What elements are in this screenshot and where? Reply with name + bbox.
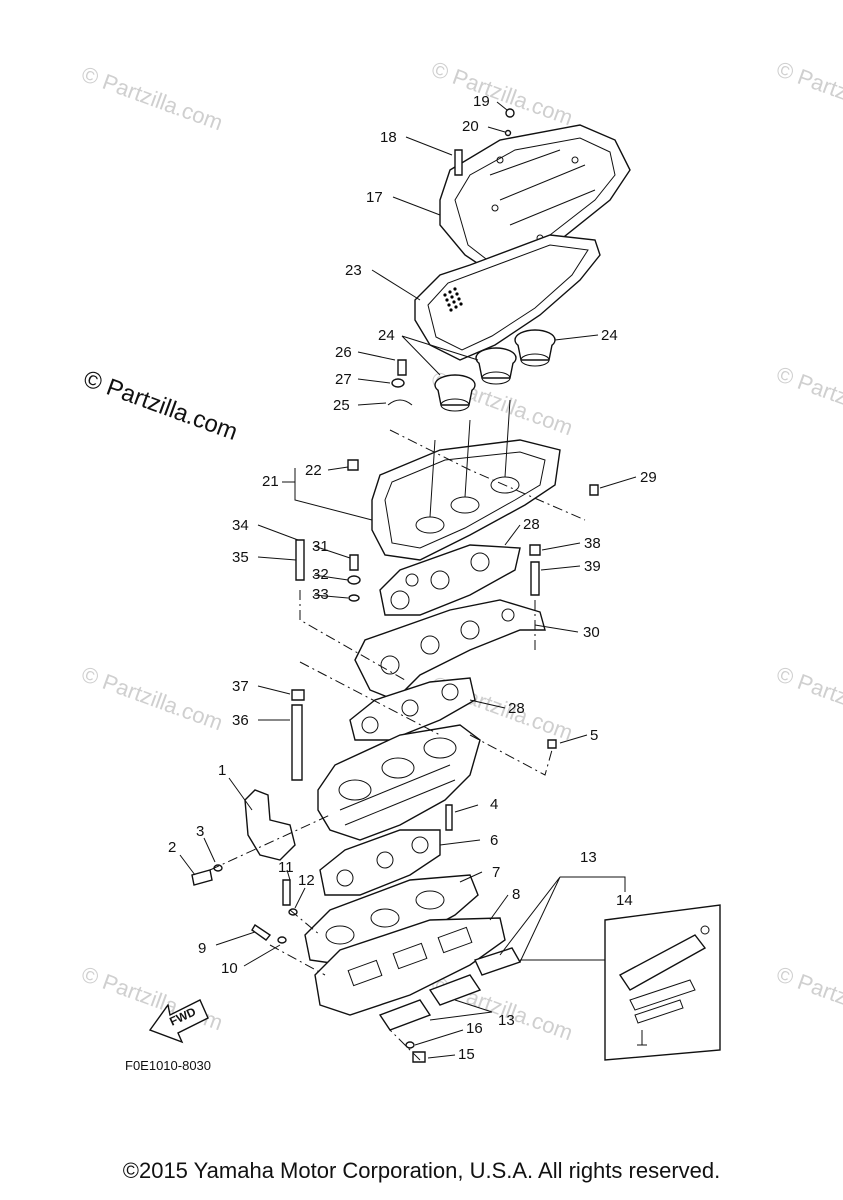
- intake-funnels: [434, 329, 556, 412]
- callout-14: 14: [616, 892, 633, 909]
- watermark: © Partzilla.com: [78, 61, 226, 135]
- watermark: © Partzilla.com: [773, 661, 843, 735]
- callout-13-bottom: 13: [498, 1012, 515, 1029]
- bolt-26: [397, 359, 407, 376]
- watermark-large: © Partzilla.com: [80, 365, 241, 446]
- callout-5: 5: [590, 727, 598, 744]
- callout-4: 4: [490, 796, 498, 813]
- callout-labels: 19 20 18 17 23 24 24 26 27 25 22 21 29 2…: [168, 93, 657, 1063]
- callout-26: 26: [335, 344, 352, 361]
- callout-9: 9: [198, 940, 206, 957]
- callout-31: 31: [312, 538, 329, 555]
- fwd-arrow-icon: FWD: [148, 999, 209, 1044]
- diagram-code: F0E1010-8030: [125, 1058, 211, 1073]
- bolt-31: [349, 554, 359, 571]
- callout-17: 17: [366, 189, 383, 206]
- funnel: [514, 329, 556, 367]
- callout-1: 1: [218, 762, 226, 779]
- copyright-notice: ©2015 Yamaha Motor Corporation, U.S.A. A…: [122, 1158, 721, 1183]
- bolt-11: [282, 879, 291, 906]
- callout-33: 33: [312, 586, 329, 603]
- fitting-22: [347, 459, 359, 471]
- gasket-upper: [379, 544, 521, 616]
- washer-32: [347, 575, 361, 585]
- bolt-18: [454, 149, 463, 176]
- callout-24-left: 24: [378, 327, 395, 344]
- hardware: [191, 108, 599, 1063]
- watermark: © Partzilla.com: [428, 56, 576, 130]
- washer-20: [504, 129, 512, 137]
- callout-23: 23: [345, 262, 362, 279]
- callout-22: 22: [305, 462, 322, 479]
- callout-8: 8: [512, 886, 520, 903]
- callout-11: 11: [278, 859, 294, 876]
- callout-21: 21: [262, 473, 279, 490]
- washer-27: [391, 378, 405, 388]
- stud-4: [445, 804, 453, 831]
- funnel: [475, 347, 517, 385]
- screen-dots: [443, 287, 463, 312]
- callout-7: 7: [492, 864, 500, 881]
- watermark: © Partzilla.com: [773, 56, 843, 130]
- callout-13-top: 13: [580, 849, 597, 866]
- washer-16: [405, 1041, 415, 1049]
- callout-38: 38: [584, 535, 601, 552]
- watermark: © Partzilla.com: [78, 661, 226, 735]
- stud-39: [530, 561, 540, 596]
- callout-16: 16: [466, 1020, 483, 1037]
- intake-plate: [414, 234, 601, 361]
- carburetor-assembly: [317, 724, 481, 841]
- callout-39: 39: [584, 558, 601, 575]
- reed-valve-housing: [314, 917, 506, 1016]
- watermark: © Partzilla.com: [78, 961, 226, 1035]
- screw-15: [412, 1051, 426, 1063]
- clamp-37: [291, 689, 305, 701]
- clip-25: [387, 399, 413, 406]
- callout-28-lower: 28: [508, 700, 525, 717]
- callout-27: 27: [335, 371, 352, 388]
- watermark: © Partzilla.com: [773, 961, 843, 1035]
- callout-3: 3: [196, 823, 204, 840]
- reed-valve-detail-inset: [604, 904, 721, 1061]
- gasket-lower: [349, 677, 476, 741]
- callout-28-upper: 28: [523, 516, 540, 533]
- callout-15: 15: [458, 1046, 475, 1063]
- hose-36: [291, 704, 303, 781]
- bolt-9: [251, 924, 272, 941]
- bolt-2: [191, 869, 213, 886]
- nut-5: [547, 739, 557, 749]
- callout-37: 37: [232, 678, 249, 695]
- callout-20: 20: [462, 118, 479, 135]
- stud-35: [295, 539, 305, 581]
- airbox-base: [371, 399, 561, 561]
- callout-10: 10: [221, 960, 238, 977]
- bolt-29: [589, 484, 599, 496]
- callout-2: 2: [168, 839, 176, 856]
- washer-10: [277, 936, 287, 944]
- assembly-lines: [209, 429, 586, 1061]
- callout-12: 12: [298, 872, 315, 889]
- callout-25: 25: [333, 397, 350, 414]
- funnel: [434, 374, 476, 412]
- callout-29: 29: [640, 469, 657, 486]
- bracket: [244, 789, 296, 861]
- screw-19: [505, 108, 515, 118]
- washer-33: [348, 594, 360, 602]
- gasket-6: [319, 829, 441, 896]
- callout-18: 18: [380, 129, 397, 146]
- watermark: © Partzilla.com: [773, 361, 843, 435]
- callout-34: 34: [232, 517, 249, 534]
- callout-24-right: 24: [601, 327, 618, 344]
- callout-19: 19: [473, 93, 490, 110]
- nut-38: [529, 544, 541, 556]
- leader-lines: [179, 101, 637, 1059]
- callout-30: 30: [583, 624, 600, 641]
- callout-32: 32: [312, 566, 329, 583]
- callout-35: 35: [232, 549, 249, 566]
- callout-36: 36: [232, 712, 249, 729]
- callout-6: 6: [490, 832, 498, 849]
